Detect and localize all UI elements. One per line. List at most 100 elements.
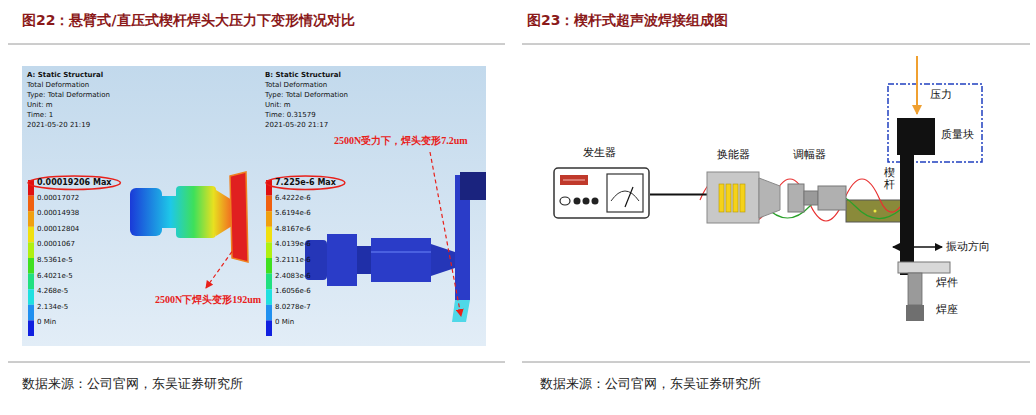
- annotation-arrow: [430, 152, 461, 316]
- scale-block: [28, 289, 34, 305]
- legend-value: 4.0139e-6: [275, 240, 311, 248]
- source-rule: [522, 362, 1030, 363]
- annotation-text: 2500N受力下，焊头变形7.2um: [334, 135, 468, 147]
- legend-value: 8.5361e-5: [37, 256, 73, 264]
- diagram-label: 压力: [930, 88, 952, 101]
- scale-block: [266, 227, 272, 243]
- sim-info-text: A: Static Structural: [27, 71, 103, 79]
- figure-title: 图23：楔杆式超声波焊接组成图: [527, 12, 728, 29]
- workpiece: 焊件: [898, 262, 950, 273]
- horn-section: [357, 246, 371, 274]
- part-label: 焊件: [936, 276, 958, 289]
- annotation-arrow: [206, 246, 236, 288]
- scale-block: [266, 289, 272, 305]
- part-label: 楔杆: [884, 167, 895, 191]
- rod-tip: [452, 300, 470, 322]
- highlight-ellipse: [266, 176, 345, 190]
- display: [560, 175, 588, 185]
- legend-value: 0.00017072: [37, 194, 79, 202]
- booster-neck: [804, 191, 818, 205]
- legend-value: 2.134e-5: [37, 303, 68, 311]
- sim-info-text: 2021-05-20 21:19: [27, 121, 90, 129]
- scale-block: [28, 305, 34, 321]
- meter-needle: [625, 187, 633, 207]
- workpiece-outline: [898, 262, 950, 273]
- legend-value: 3.2111e-6: [275, 256, 311, 264]
- scale-block: [28, 320, 34, 336]
- dashed-frame: [888, 84, 982, 162]
- scale-block: [266, 180, 272, 196]
- horn-section: [371, 238, 431, 282]
- scale-block: [28, 227, 34, 243]
- generator-outline: [553, 167, 650, 219]
- title-rule: [8, 44, 505, 45]
- part-label: 发生器: [583, 146, 616, 159]
- meter-arc: [611, 191, 639, 201]
- rod-shape: [900, 155, 914, 275]
- legend-value: 0 Min: [275, 318, 294, 326]
- generator-case: [554, 168, 649, 218]
- sim-info-text: Time: 0.31579: [265, 111, 316, 119]
- sim-info-text: Time: 1: [27, 111, 53, 119]
- sim-info-text: Total Deformation: [265, 81, 327, 89]
- weld-seat-outline: [906, 273, 924, 321]
- generator: 发生器: [553, 167, 650, 219]
- legend-value: 0.00014938: [37, 209, 79, 217]
- sim-info-text: Total Deformation: [27, 81, 89, 89]
- sim-info-text: Unit: m: [27, 101, 53, 109]
- legend-value: 0.00012804: [37, 225, 79, 233]
- scale-block: [266, 274, 272, 290]
- scale-block: [28, 180, 34, 196]
- highlight: [371, 251, 431, 253]
- scale-block: [266, 320, 272, 336]
- seat-base: [906, 305, 924, 321]
- sim-info-text: Unit: m: [265, 101, 291, 109]
- color-scale: [266, 180, 272, 336]
- source-note: 数据来源：公司官网，东吴证券研究所: [22, 376, 243, 392]
- scale-block: [266, 242, 272, 258]
- mass-block: 质量块: [897, 118, 935, 155]
- wedge-rod: 楔杆: [900, 155, 914, 275]
- legend-value: 2.4083e-6: [275, 272, 311, 280]
- source-note: 数据来源：公司官网，东吴证券研究所: [540, 376, 761, 392]
- scale-block: [28, 258, 34, 274]
- legend-value: 8.0278e-7: [275, 303, 311, 311]
- meter: [607, 174, 643, 212]
- booster: 调幅器: [788, 180, 846, 216]
- cable: [650, 194, 707, 196]
- legend-value: 5.6194e-6: [275, 209, 311, 217]
- horn-section: [176, 186, 216, 238]
- legend-value: 1.6056e-6: [275, 287, 311, 295]
- scale-block: [28, 211, 34, 227]
- sim-info-text: 2021-05-20 21:17: [265, 121, 328, 129]
- legend-value: 4.268e-5: [37, 287, 68, 295]
- piezo-plate: [733, 184, 738, 212]
- piezo-plate: [740, 184, 745, 212]
- mass-block-outline: [897, 118, 935, 155]
- horn-section: [327, 234, 357, 286]
- workpiece-plate: [898, 262, 950, 273]
- horn-dot: [874, 210, 877, 213]
- sim-info-text: Type: Total Deformation: [27, 91, 110, 99]
- knob: [583, 198, 590, 205]
- part-label: 调幅器: [793, 148, 826, 161]
- transducer-taper: [759, 178, 780, 218]
- booster-part: [788, 184, 804, 212]
- part-label: 质量块: [941, 128, 974, 141]
- horn-section: [216, 190, 232, 236]
- piezo-plate: [726, 184, 731, 212]
- scale-block: [266, 196, 272, 212]
- legend-value: 0.0001067: [37, 240, 75, 248]
- horn-section: [162, 196, 176, 228]
- transducer-outline: [707, 170, 780, 225]
- legend-value: 0.00019206 Max: [37, 178, 111, 188]
- scale-block: [266, 211, 272, 227]
- highlight-ellipse: [28, 176, 120, 190]
- knob: [592, 198, 599, 205]
- legend-value: 0 Min: [37, 318, 56, 326]
- weld-seat: 焊座: [906, 273, 924, 321]
